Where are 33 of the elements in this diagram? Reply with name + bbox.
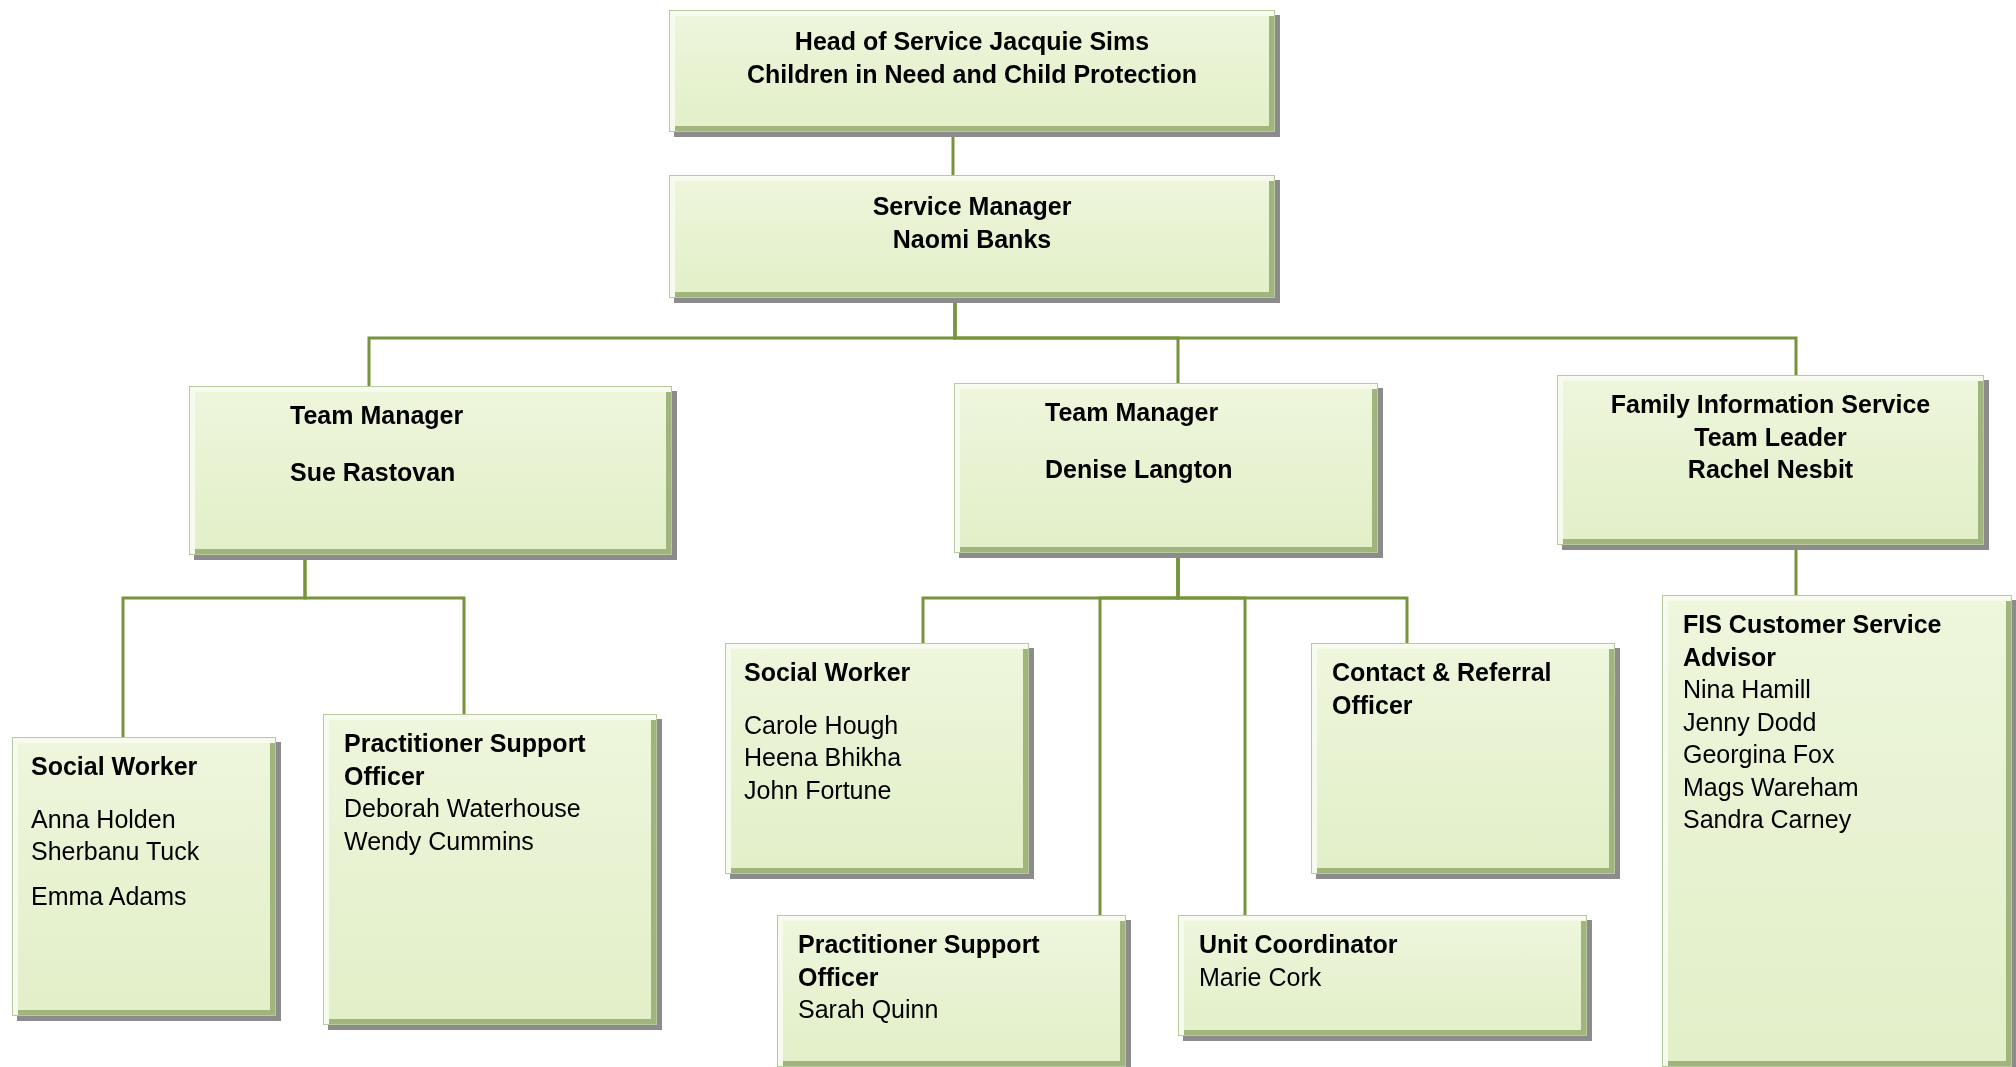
role-title: Practitioner Support Officer (798, 929, 1041, 993)
staff-name: Nina Hamill (1683, 674, 1812, 705)
staff-name: Deborah Waterhouse (344, 793, 582, 824)
role-title: Social Worker (31, 751, 199, 782)
staff-name: Carole Hough (744, 709, 900, 741)
role-title: Head of Service Jacquie Sims (793, 26, 1151, 57)
role-title: Children in Need and Child Protection (746, 58, 1198, 90)
role-title: Contact & Referral Officer (1332, 657, 1553, 721)
staff-name: John Fortune (744, 774, 893, 806)
staff-name: Sarah Quinn (798, 994, 940, 1025)
staff-name: Sandra Carney (1683, 804, 1853, 835)
role-title: Practitioner Support Officer (344, 728, 587, 792)
staff-name: Anna Holden (31, 803, 177, 835)
role-title: FIS Customer Service Advisor (1683, 609, 1943, 673)
role-title: Team Manager (290, 400, 465, 431)
staff-name: Wendy Cummins (344, 825, 535, 857)
role-title: Sue Rastovan (290, 456, 457, 488)
staff-name: Emma Adams (31, 880, 188, 912)
role-title: Social Worker (744, 657, 912, 688)
role-title: Unit Coordinator (1199, 929, 1399, 960)
role-title: Naomi Banks (891, 223, 1053, 255)
staff-name: Georgina Fox (1683, 739, 1836, 770)
role-title: Team Manager (1045, 397, 1220, 428)
staff-name: Heena Bhikha (744, 742, 903, 773)
role-title: Team Leader (1693, 421, 1848, 453)
role-title: Service Manager (871, 191, 1073, 222)
role-title: Rachel Nesbit (1686, 454, 1855, 485)
role-title: Denise Langton (1045, 453, 1234, 485)
staff-name: Marie Cork (1199, 961, 1323, 993)
staff-name: Jenny Dodd (1683, 706, 1818, 738)
staff-name: Sherbanu Tuck (31, 836, 201, 867)
staff-name: Mags Wareham (1683, 771, 1860, 803)
role-title: Family Information Service (1609, 389, 1932, 420)
